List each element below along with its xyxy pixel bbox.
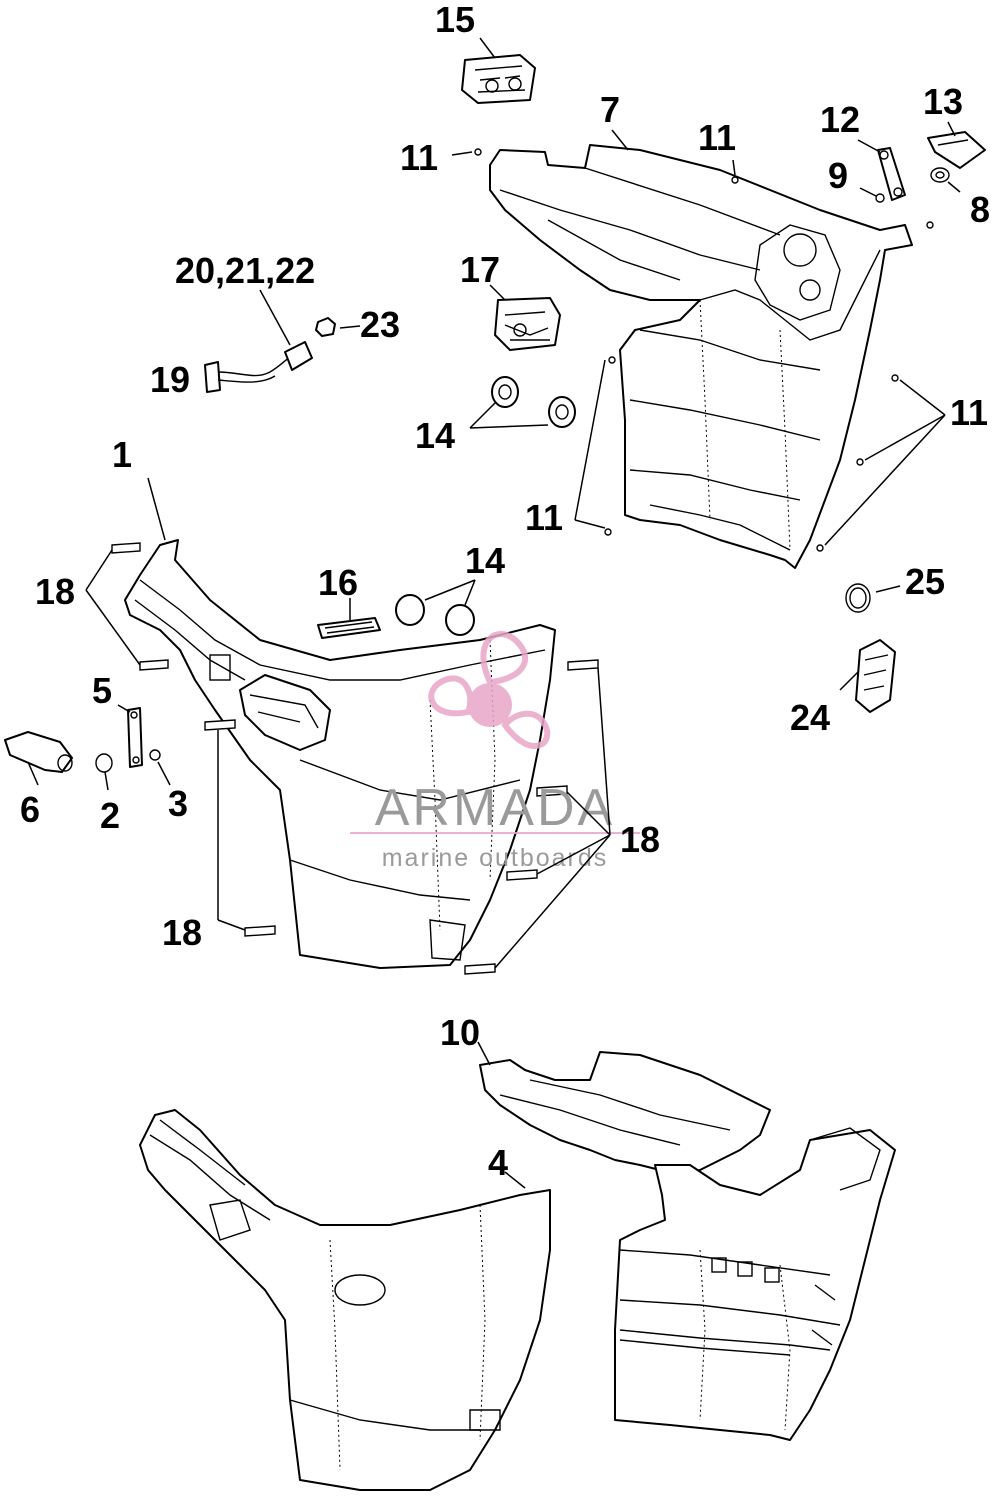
watermark-tagline: marine outboards	[382, 844, 609, 872]
part-14-grommets-lower	[395, 594, 475, 636]
callout-labels: 15 7 11 11 12 9 13 8 20,21,22 17 23 19 1…	[20, 0, 990, 1183]
callout-6: 6	[20, 789, 40, 830]
part-4-front-cover-lower	[139, 1109, 551, 1491]
callout-12: 12	[820, 99, 860, 140]
part-13-handle	[927, 131, 986, 169]
leader-lines	[27, 37, 961, 1189]
callout-4: 4	[488, 1142, 508, 1183]
part-3-washer	[149, 749, 161, 761]
callout-17: 17	[460, 249, 500, 290]
callout-9: 9	[828, 155, 848, 196]
callout-18-a: 18	[35, 571, 75, 612]
part-12-link	[877, 147, 906, 201]
part-23-nut	[315, 317, 336, 337]
part-25-clamp	[845, 583, 871, 613]
part-6-handle	[4, 731, 73, 773]
part-10-rear-cover-lower	[479, 1051, 896, 1441]
callout-25: 25	[905, 561, 945, 602]
callout-11-c: 11	[525, 497, 563, 538]
callout-10: 10	[440, 1012, 480, 1053]
part-9-washer	[875, 193, 885, 203]
callout-2: 2	[100, 795, 120, 836]
part-24-bracket	[855, 639, 896, 713]
part-2-washer	[95, 753, 113, 773]
part-19-connector	[204, 361, 221, 393]
screws-part-18	[111, 542, 599, 975]
part-1-front-cover	[124, 539, 556, 969]
callout-23: 23	[360, 304, 400, 345]
callout-20-22: 20,21,22	[175, 250, 315, 291]
part-16-grille	[317, 617, 381, 639]
callout-19: 19	[150, 359, 190, 400]
callout-1: 1	[112, 434, 132, 475]
callout-13: 13	[923, 81, 963, 122]
callout-11-d: 11	[950, 392, 988, 433]
part-17-latch	[494, 297, 561, 351]
callout-14-b: 14	[465, 540, 505, 581]
callout-16: 16	[318, 562, 358, 603]
watermark-brand: ARMADA	[375, 779, 615, 837]
watermark-logo	[350, 631, 640, 834]
part-8-grommet	[930, 167, 950, 183]
callout-11-b: 11	[698, 117, 736, 158]
part-7-rear-cover	[489, 144, 913, 569]
callout-18-c: 18	[162, 912, 202, 953]
callout-15: 15	[435, 0, 475, 40]
callout-8: 8	[970, 189, 990, 230]
callout-7: 7	[600, 89, 620, 130]
part-5-link	[127, 707, 143, 768]
callout-18-b: 18	[620, 819, 660, 860]
callout-11-a: 11	[400, 137, 438, 178]
callout-24: 24	[790, 697, 830, 738]
callout-3: 3	[168, 783, 188, 824]
part-15-bracket	[461, 54, 536, 104]
part-20-22-harness	[217, 341, 313, 383]
part-14-grommets-upper	[491, 376, 576, 428]
callout-14-a: 14	[415, 415, 455, 456]
screws-part-7	[474, 148, 934, 552]
callout-5: 5	[92, 670, 112, 711]
